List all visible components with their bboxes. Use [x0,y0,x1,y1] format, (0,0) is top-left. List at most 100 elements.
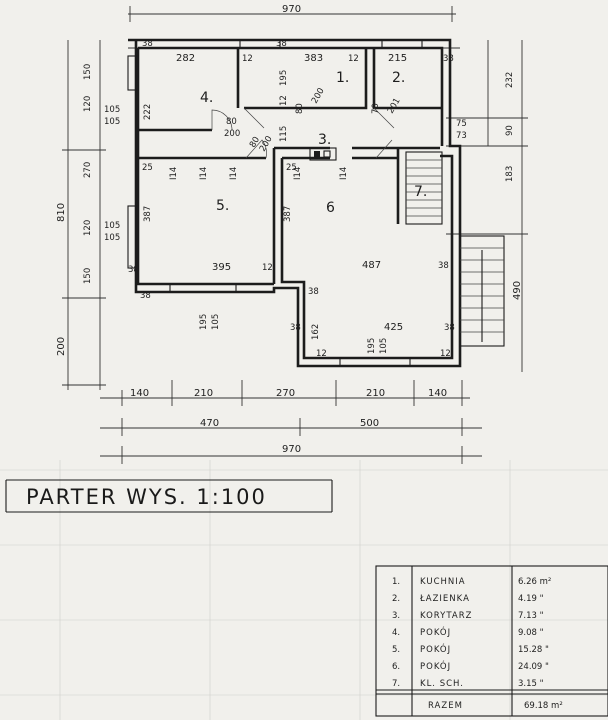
idim-114c: I14 [229,167,239,180]
idim-200c: 200 [258,134,275,153]
idim-162: 162 [311,324,321,340]
idim-80b: 80 [226,117,237,127]
dim-left-10: 200 [56,337,67,356]
legend-area: 6.26 m² [518,577,551,587]
dim-right-2: 75 [456,119,467,129]
window-room5-bottom [169,283,237,293]
title-block: PARTER WYS. 1:100 [5,479,333,513]
legend-num: 1. [392,577,400,587]
dim-right-5: 490 [512,281,523,300]
dim-top-7: 38 [443,54,454,64]
idim-105c: 105 [379,338,389,354]
room-label-7: 7. [414,184,427,200]
legend-name: KORYTARZ [420,611,472,621]
legend-num: 5. [392,645,400,655]
windows [127,39,423,367]
legend-row-3: 3. KORYTARZ 7.13 " [392,611,544,621]
idim-387a: 387 [143,206,153,222]
dim-left-1: 105 [104,105,120,115]
legend-area: 4.19 " [518,594,544,604]
idim-80a: 80 [295,103,305,114]
legend-total-area: 69.18 m² [524,701,563,711]
dim-left-7: 105 [104,233,120,243]
dim-left-5: 810 [56,203,67,222]
idim-195c: 195 [367,338,377,354]
legend-area: 15.28 " [518,645,549,655]
door-room6 [375,139,393,159]
idim-387b: 387 [283,206,293,222]
legend-area: 24.09 " [518,662,549,672]
legend-row-6: 6. POKÓJ 24.09 " [392,660,549,672]
door-bath [373,107,395,129]
dim-left-3: 120 [83,96,93,112]
bottom-dimensions: 140 210 270 210 140 470 500 970 [100,380,482,464]
stairs-exterior [459,235,505,347]
wall-room-6 [280,154,454,360]
legend-name: KL. SCH. [420,679,464,689]
idim-70: 70 [371,103,381,114]
window-room6-bottom [339,357,411,367]
idim-195b: 195 [199,314,209,330]
idim-12c: 12 [316,349,327,359]
door-kitchen [243,107,265,129]
dim-left-0: 150 [83,64,93,80]
dim-top-5: 12 [348,54,359,64]
window-bath [381,39,423,49]
idim-425: 425 [384,322,403,333]
dim-bottom-2: 270 [276,388,295,399]
legend-name: POKÓJ [420,626,451,638]
legend-table: 1. KUCHNIA 6.26 m² 2. ŁAZIENKA 4.19 " 3.… [375,565,608,717]
stairs-interior [405,151,443,225]
idim-201: 201 [386,96,403,115]
legend-row-1: 1. KUCHNIA 6.26 m² [392,577,551,587]
idim-38c: 38 [140,291,151,301]
outer-wall [128,38,462,368]
dim-bottom-1: 210 [194,388,213,399]
legend-num: 3. [392,611,400,621]
dim-top-6: 215 [388,53,407,64]
room-label-3: 3. [318,132,331,148]
dim-top-1: 282 [176,53,195,64]
dim-top-4: 383 [304,53,323,64]
idim-114a: I14 [169,167,179,180]
inner-top-wall [138,46,444,146]
room-label-4: 4. [200,90,213,106]
dim-bottom-total: 970 [282,444,301,455]
legend-name: KUCHNIA [420,577,466,587]
dim-bottom-0: 140 [130,388,149,399]
room-label-2: 2. [392,70,405,86]
idim-222: 222 [143,104,153,120]
dim-right-4: 183 [505,166,515,182]
drawing-title: PARTER WYS. 1:100 [26,485,267,509]
legend-area: 7.13 " [518,611,544,621]
idim-12a: 12 [279,95,289,106]
dim-top-2: 12 [242,54,253,64]
legend-row-5: 5. POKÓJ 15.28 " [392,643,549,655]
legend-num: 4. [392,628,400,638]
dim-bottom-3: 210 [366,388,385,399]
dim-right-0: 232 [505,72,515,88]
dim-bottom-4: 140 [428,388,447,399]
idim-195: 195 [279,70,289,86]
right-dimensions: 232 90 75 73 183 490 [446,40,528,372]
chimney [309,147,337,161]
dim-top-0: 38 [142,39,153,49]
graph-paper [0,460,608,720]
idim-38d: 38 [308,287,319,297]
idim-200b: 200 [224,129,240,139]
inner-left-wall [136,48,274,286]
interior-dimensions: 195 12 80 200 222 80 200 70 201 115 80 2… [128,70,455,359]
legend-total-label: RAZEM [428,701,463,711]
idim-12b: 12 [262,263,273,273]
idim-25b: 25 [286,163,297,173]
legend-row-2: 2. ŁAZIENKA 4.19 " [392,594,544,604]
idim-25a: 25 [142,163,153,173]
room-label-5: 5. [216,198,229,214]
legend-num: 2. [392,594,400,604]
legend-area: 9.08 " [518,628,544,638]
door-room5 [245,139,267,159]
door-room4 [211,109,233,131]
idim-200a: 200 [310,86,327,105]
